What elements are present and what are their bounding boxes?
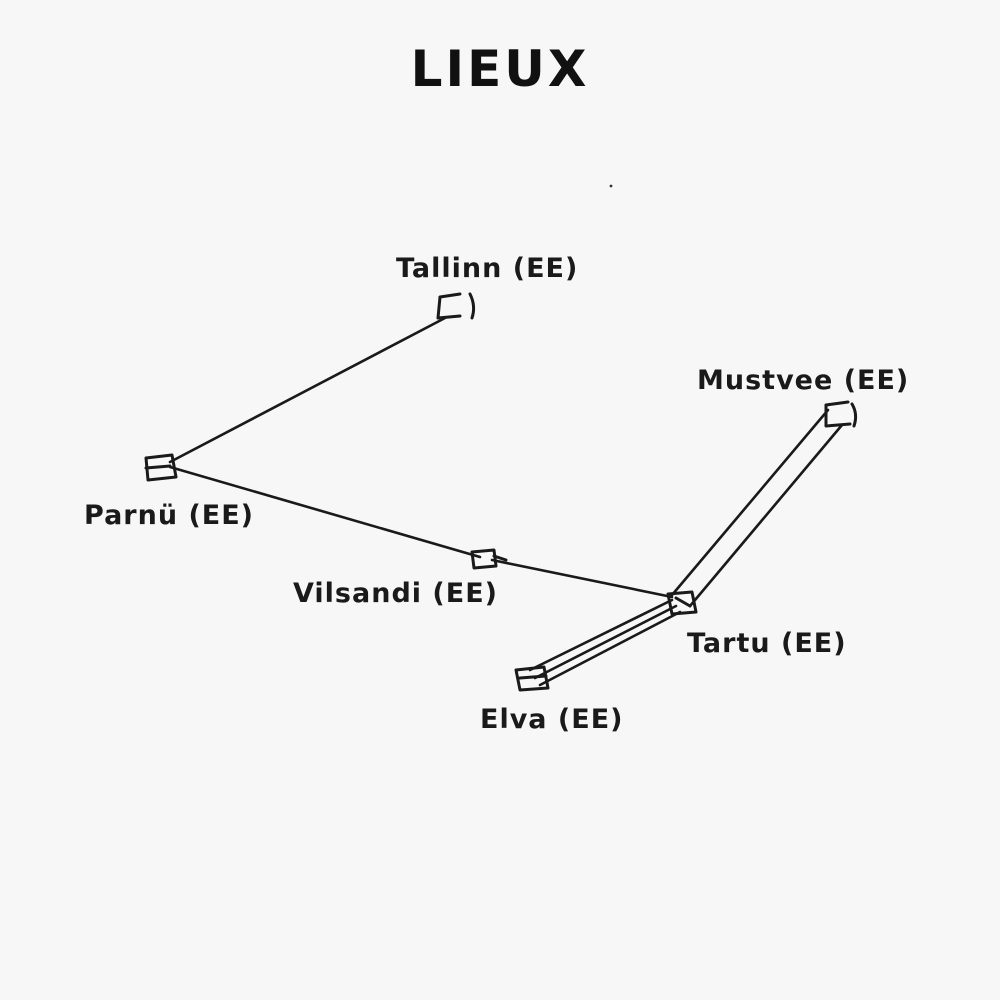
edges: [168, 316, 844, 687]
label-tartu: Tartu (EE): [687, 628, 847, 659]
node-tallinn[interactable]: [436, 292, 476, 320]
edge-parnu-vilsandi: [168, 465, 482, 559]
edge-vilsandi-tartu: [490, 558, 674, 599]
label-parnu: Parnü (EE): [84, 500, 254, 531]
label-tallinn: Tallinn (EE): [396, 253, 578, 284]
edge-parnu-tallinn: [168, 316, 447, 464]
node-vilsandi[interactable]: [470, 548, 508, 570]
label-elva: Elva (EE): [480, 704, 624, 735]
label-vilsandi: Vilsandi (EE): [293, 578, 498, 609]
node-parnu[interactable]: [144, 453, 178, 482]
page-title: LIEUX: [410, 40, 590, 98]
edge-tartu-elva: [528, 598, 682, 687]
pencil-speck: [609, 184, 613, 188]
node-tartu[interactable]: [666, 590, 698, 616]
label-mustvee: Mustvee (EE): [697, 365, 909, 396]
node-mustvee[interactable]: [824, 400, 858, 428]
node-elva[interactable]: [514, 665, 550, 692]
edge-tartu-mustvee: [670, 408, 844, 608]
